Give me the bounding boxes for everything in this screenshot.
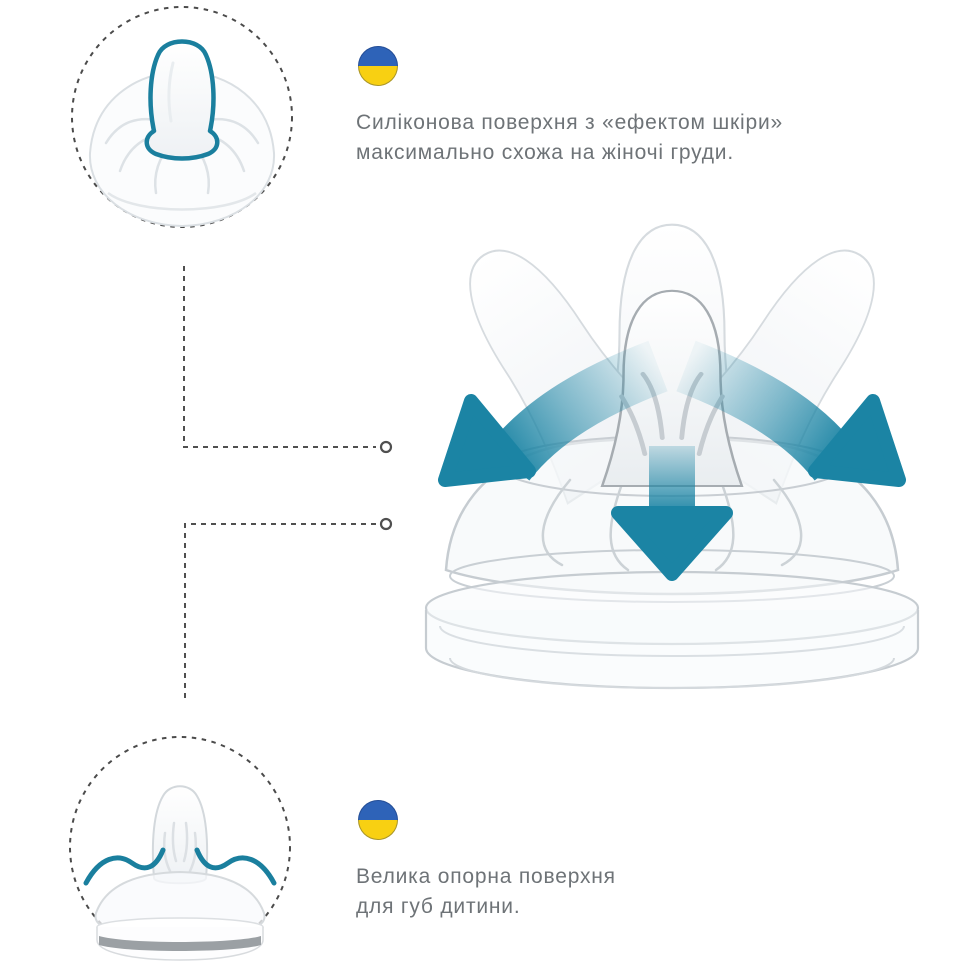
connector-endpoint-circle: [379, 517, 393, 531]
caption-line: Велика опорна поверхня: [356, 865, 616, 888]
arrow-band: [486, 340, 668, 482]
connector-top-svg: [183, 266, 393, 454]
connector-top: [176, 262, 398, 456]
feature-skin-effect: Силіконова поверхня з «ефектом шкіри» ма…: [356, 46, 876, 168]
flex-arrow-down: [611, 446, 733, 581]
callout-circle-bottom: [66, 733, 294, 961]
flex-arrows: [438, 340, 906, 581]
teat-side-view: [151, 785, 209, 885]
flex-arrow-down-left: [438, 340, 668, 487]
connector-bottom-svg: [184, 517, 393, 702]
flange-bottom-line: [449, 657, 895, 689]
nipple-side-view-illustration: [69, 736, 291, 961]
flange-mid-line: [439, 625, 905, 657]
caption-line: для губ дитини.: [356, 895, 521, 918]
main-illustration: [420, 218, 930, 708]
base-gray-band: [99, 936, 261, 951]
arrow-band: [676, 340, 858, 482]
arrow-head: [611, 506, 733, 581]
dome-petal-loops: [541, 478, 803, 572]
nipple-teat-teal-outline: [144, 39, 220, 161]
nipple-base: [424, 435, 920, 690]
ukraine-flag-icon: [358, 46, 398, 86]
feature-caption: Силіконова поверхня з «ефектом шкіри» ма…: [356, 108, 876, 168]
dashed-connector-line: [184, 523, 376, 702]
connector-endpoint-circle: [379, 440, 393, 454]
callout-circle-top: [68, 3, 296, 231]
ukraine-flag-icon: [358, 800, 398, 840]
caption-line: Силіконова поверхня з «ефектом шкіри»: [356, 111, 783, 134]
nipple-flexing-illustration: [424, 218, 920, 690]
caption-line: максимально схожа на жіночі груди.: [356, 141, 734, 164]
teat-petal-grooves: [162, 821, 198, 873]
arrow-head: [438, 394, 536, 487]
teat-highlight: [167, 61, 175, 123]
base-rim-line: [107, 191, 257, 211]
nipple-top-view-illustration: [71, 6, 293, 228]
connector-bottom: [176, 516, 398, 708]
dashed-connector-line: [183, 266, 376, 448]
arrow-head: [808, 394, 906, 487]
feature-caption: Велика опорна поверхня для губ дитини.: [356, 862, 876, 922]
support-surface-teal-curves: [83, 847, 277, 886]
flex-arrow-down-right: [676, 340, 906, 487]
feature-support-surface: Велика опорна поверхня для губ дитини.: [356, 800, 876, 922]
